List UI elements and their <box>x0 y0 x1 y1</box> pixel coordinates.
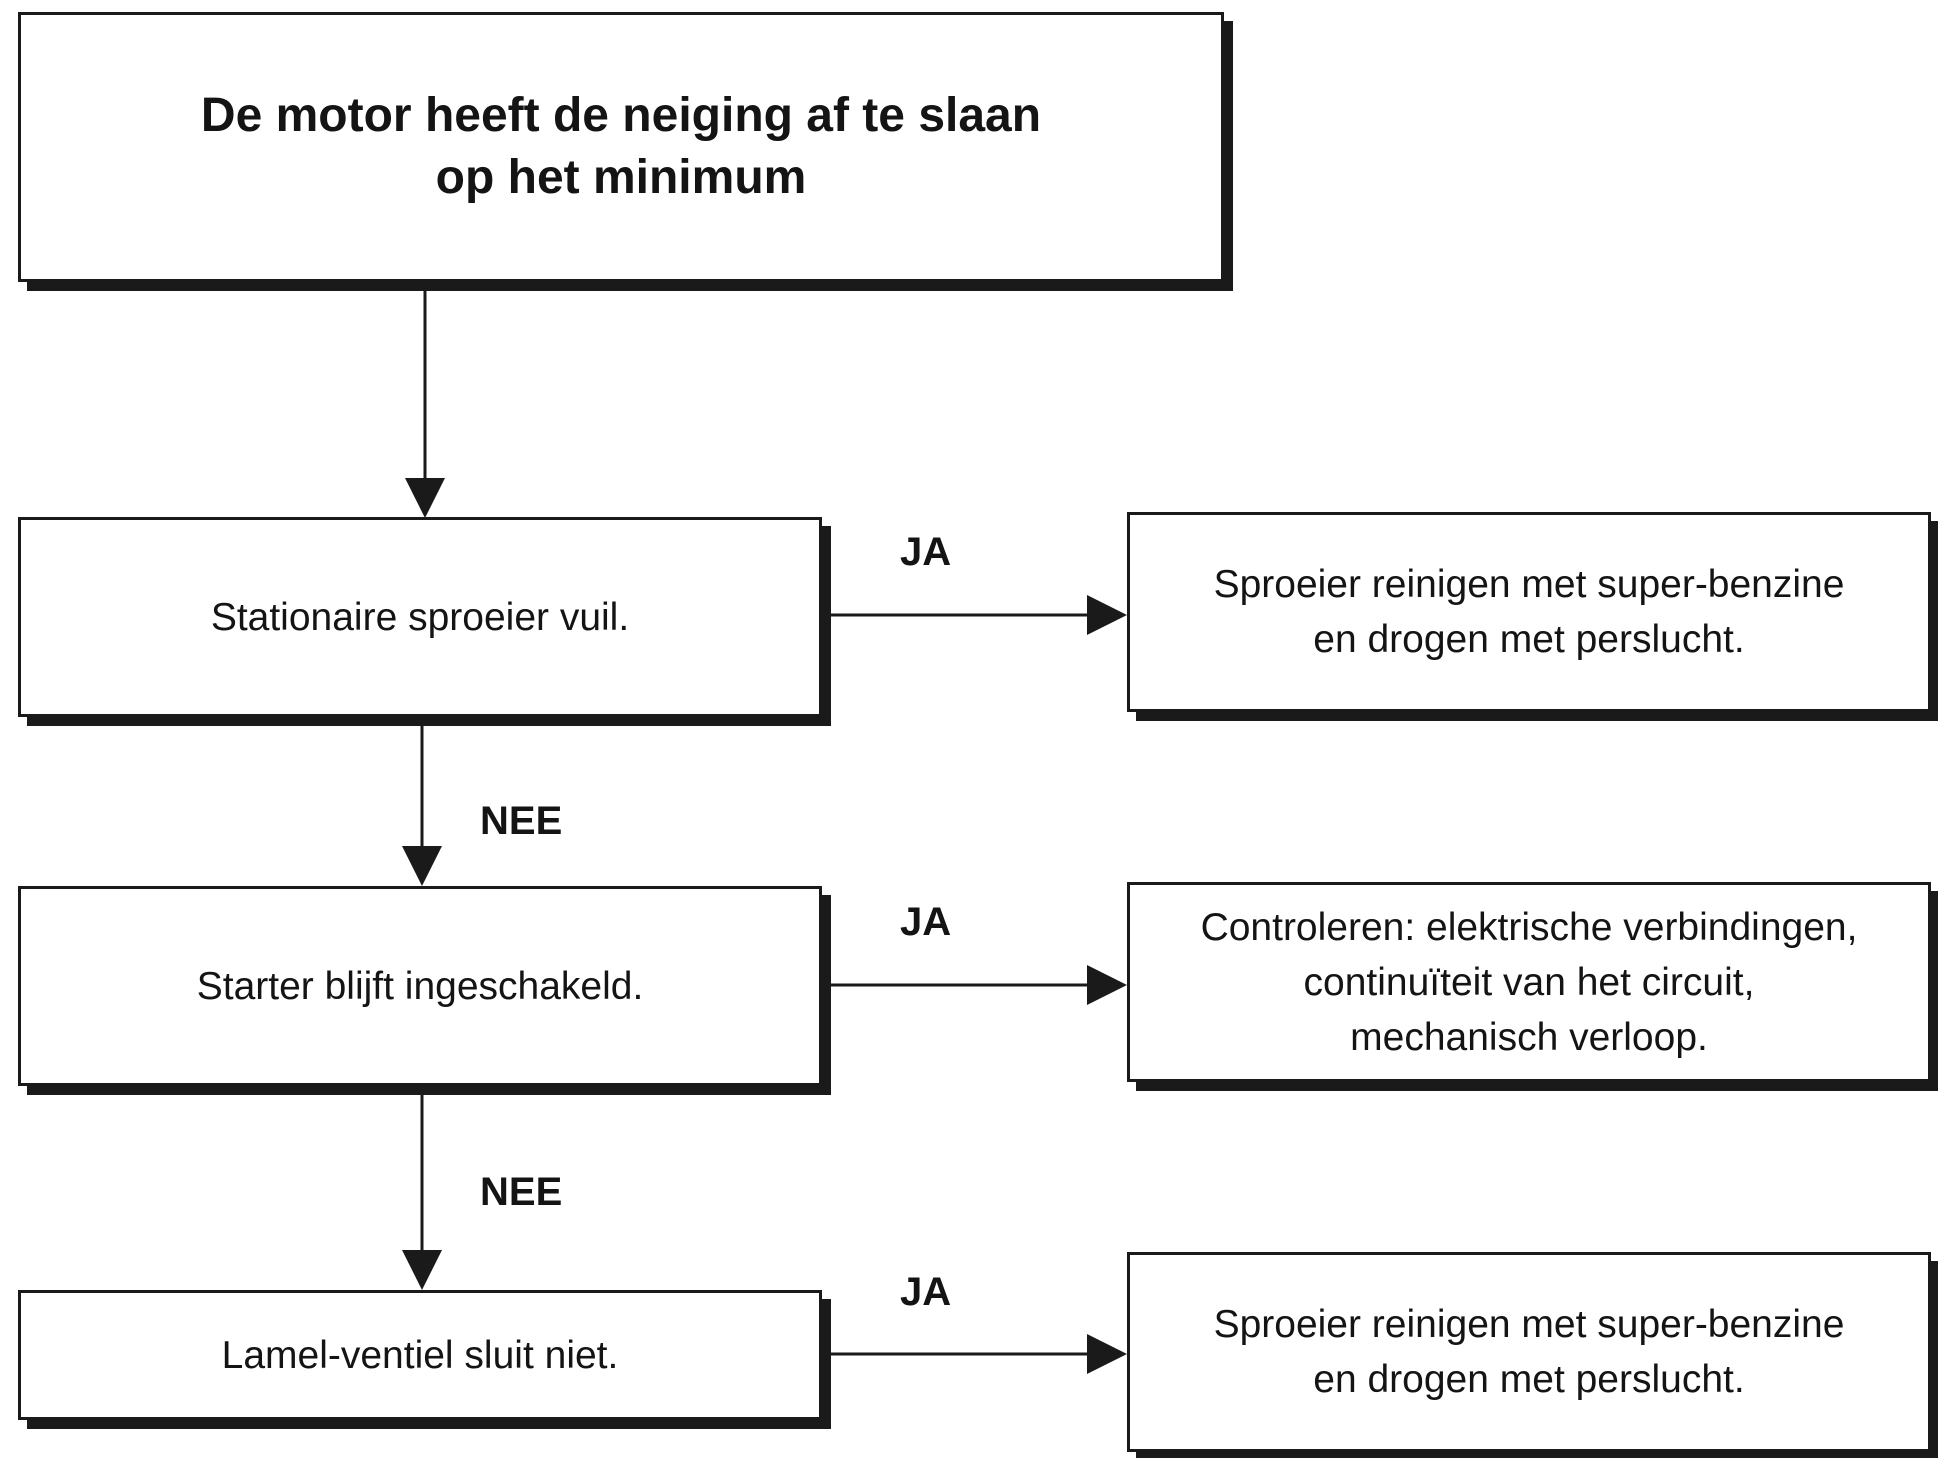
arrow-head-check-2-to-check-3 <box>402 1250 442 1290</box>
arrow-head-check-1-to-check-2 <box>402 846 442 886</box>
no-label-2: NEE <box>480 1170 563 1214</box>
action-box-3: Sproeier reinigen met super-benzine en d… <box>1127 1252 1931 1452</box>
arrow-head-check-1-to-action-1 <box>1087 595 1127 635</box>
arrow-head-check-3-to-action-3 <box>1087 1334 1127 1374</box>
title-box: De motor heeft de neiging af te slaan op… <box>18 12 1224 282</box>
check-text-2: Starter blijft ingeschakeld. <box>196 964 644 1008</box>
action-text-3: Sproeier reinigen met super-benzine en d… <box>1213 1303 1845 1401</box>
title-text: De motor heeft de neiging af te slaan op… <box>200 89 1042 204</box>
check-text-3: Lamel-ventiel sluit niet. <box>221 1333 619 1377</box>
yes-label-2: JA <box>900 900 952 944</box>
action-box-1: Sproeier reinigen met super-benzine en d… <box>1127 512 1931 712</box>
action-text-1: Sproeier reinigen met super-benzine en d… <box>1213 563 1845 661</box>
yes-label-1: JA <box>900 530 952 574</box>
yes-label-3: JA <box>900 1270 952 1314</box>
check-box-3: Lamel-ventiel sluit niet. <box>18 1290 822 1420</box>
arrow-head-title-to-check-1 <box>405 478 445 518</box>
action-text-2: Controleren: elektrische verbindingen, c… <box>1200 905 1858 1059</box>
action-box-2: Controleren: elektrische verbindingen, c… <box>1127 882 1931 1082</box>
arrow-head-check-2-to-action-2 <box>1087 965 1127 1005</box>
check-box-2: Starter blijft ingeschakeld. <box>18 886 822 1086</box>
check-box-1: Stationaire sproeier vuil. <box>18 517 822 717</box>
no-label-1: NEE <box>480 799 563 843</box>
check-text-1: Stationaire sproeier vuil. <box>210 595 630 639</box>
